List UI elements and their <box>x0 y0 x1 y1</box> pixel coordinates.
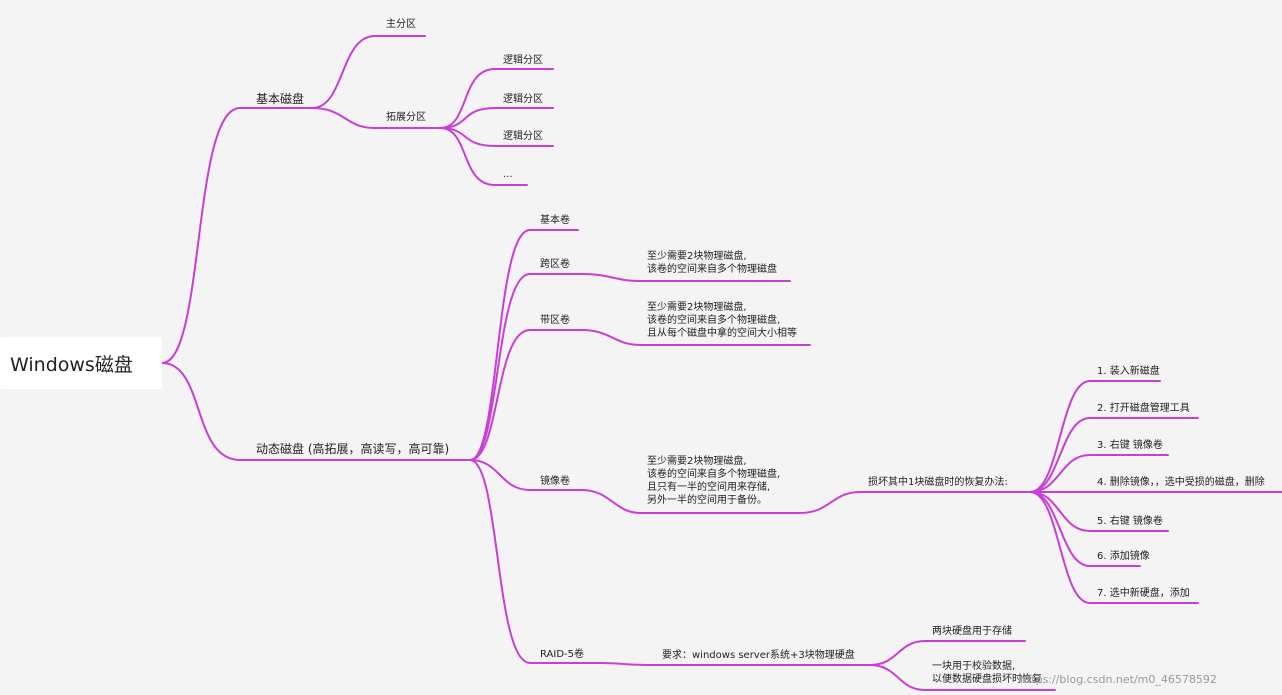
watermark: https://blog.csdn.net/m0_46578592 <box>1020 673 1217 686</box>
logical-partition-node: 逻辑分区 <box>503 131 543 142</box>
primary-partition-node: 主分区 <box>386 19 416 30</box>
extended-partition-node: 拓展分区 <box>386 112 426 123</box>
striped-volume-node: 带区卷 <box>540 315 570 326</box>
raid5-requirement-node: 要求：windows server系统+3块物理硬盘 <box>662 650 855 661</box>
recovery-step: 7. 选中新硬盘，添加 <box>1097 588 1190 599</box>
raid5-storage-node: 两块硬盘用于存储 <box>932 626 1012 637</box>
raid5-volume-node: RAID-5卷 <box>540 649 585 660</box>
mirrored-volume-node: 镜像卷 <box>540 476 570 487</box>
recovery-step: 4. 删除镜像，，选中受损的磁盘，删除 <box>1097 477 1265 488</box>
mirrored-volume-note: 至少需要2块物理磁盘, 该卷的空间来自多个物理磁盘, 且只有一半的空间用来存储,… <box>647 456 781 506</box>
logical-partition-ellipsis: ... <box>503 169 513 180</box>
recovery-step: 5. 右键 镜像卷 <box>1097 516 1163 527</box>
simple-volume-node: 基本卷 <box>540 215 570 226</box>
recovery-step: 2. 打开磁盘管理工具 <box>1097 403 1190 414</box>
raid5-parity-node: 一块用于校验数据, 以便数据硬盘损坏时恢复 <box>932 661 1042 685</box>
recovery-step: 3. 右键 镜像卷 <box>1097 440 1163 451</box>
logical-partition-node: 逻辑分区 <box>503 94 543 105</box>
dynamic-disk-node: 动态磁盘 (高拓展，高读写，高可靠) <box>256 442 450 456</box>
root-node: Windows磁盘 <box>10 354 133 376</box>
spanned-volume-note: 至少需要2块物理磁盘, 该卷的空间来自多个物理磁盘 <box>647 251 777 275</box>
basic-disk-node: 基本磁盘 <box>256 92 305 106</box>
logical-partition-node: 逻辑分区 <box>503 55 543 66</box>
recovery-step: 6. 添加镜像 <box>1097 551 1150 562</box>
recovery-step: 1. 装入新磁盘 <box>1097 366 1160 377</box>
root-node-box <box>0 337 162 389</box>
recovery-method-node: 损坏其中1块磁盘时的恢复办法: <box>868 477 1008 488</box>
striped-volume-note: 至少需要2块物理磁盘, 该卷的空间来自多个物理磁盘, 且从每个磁盘中拿的空间大小… <box>647 302 797 339</box>
spanned-volume-node: 跨区卷 <box>540 259 570 270</box>
